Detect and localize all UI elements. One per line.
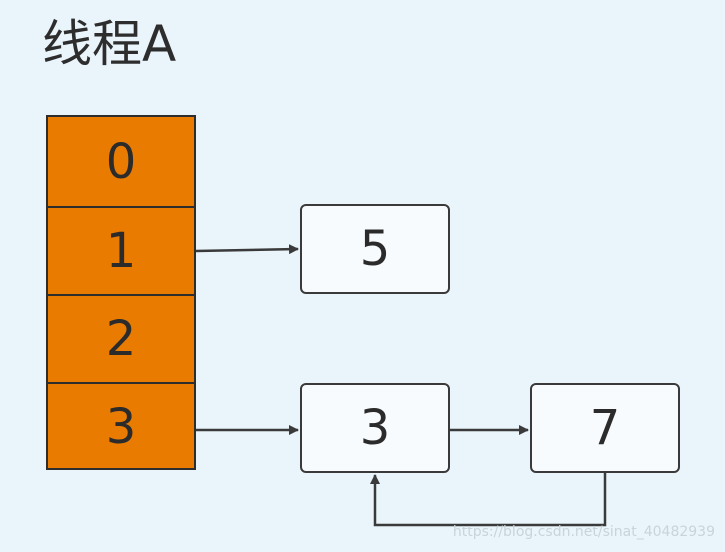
list-node-3: 3: [300, 383, 450, 473]
bucket-array: 0 1 2 3: [46, 115, 196, 470]
bucket-cell-2: 2: [48, 294, 194, 382]
watermark: https://blog.csdn.net/sinat_40482939: [452, 524, 715, 540]
bucket-cell-1: 1: [48, 206, 194, 294]
bucket-cell-0: 0: [105, 133, 137, 190]
arrow-node7-to-node3-cycle: [370, 473, 607, 527]
arrow-bucket1-to-node5: [195, 244, 299, 255]
list-node-5: 5: [300, 204, 450, 294]
thread-title: 线程A: [42, 15, 177, 73]
bucket-cell-3: 3: [48, 382, 194, 470]
list-node-7: 7: [530, 383, 680, 473]
